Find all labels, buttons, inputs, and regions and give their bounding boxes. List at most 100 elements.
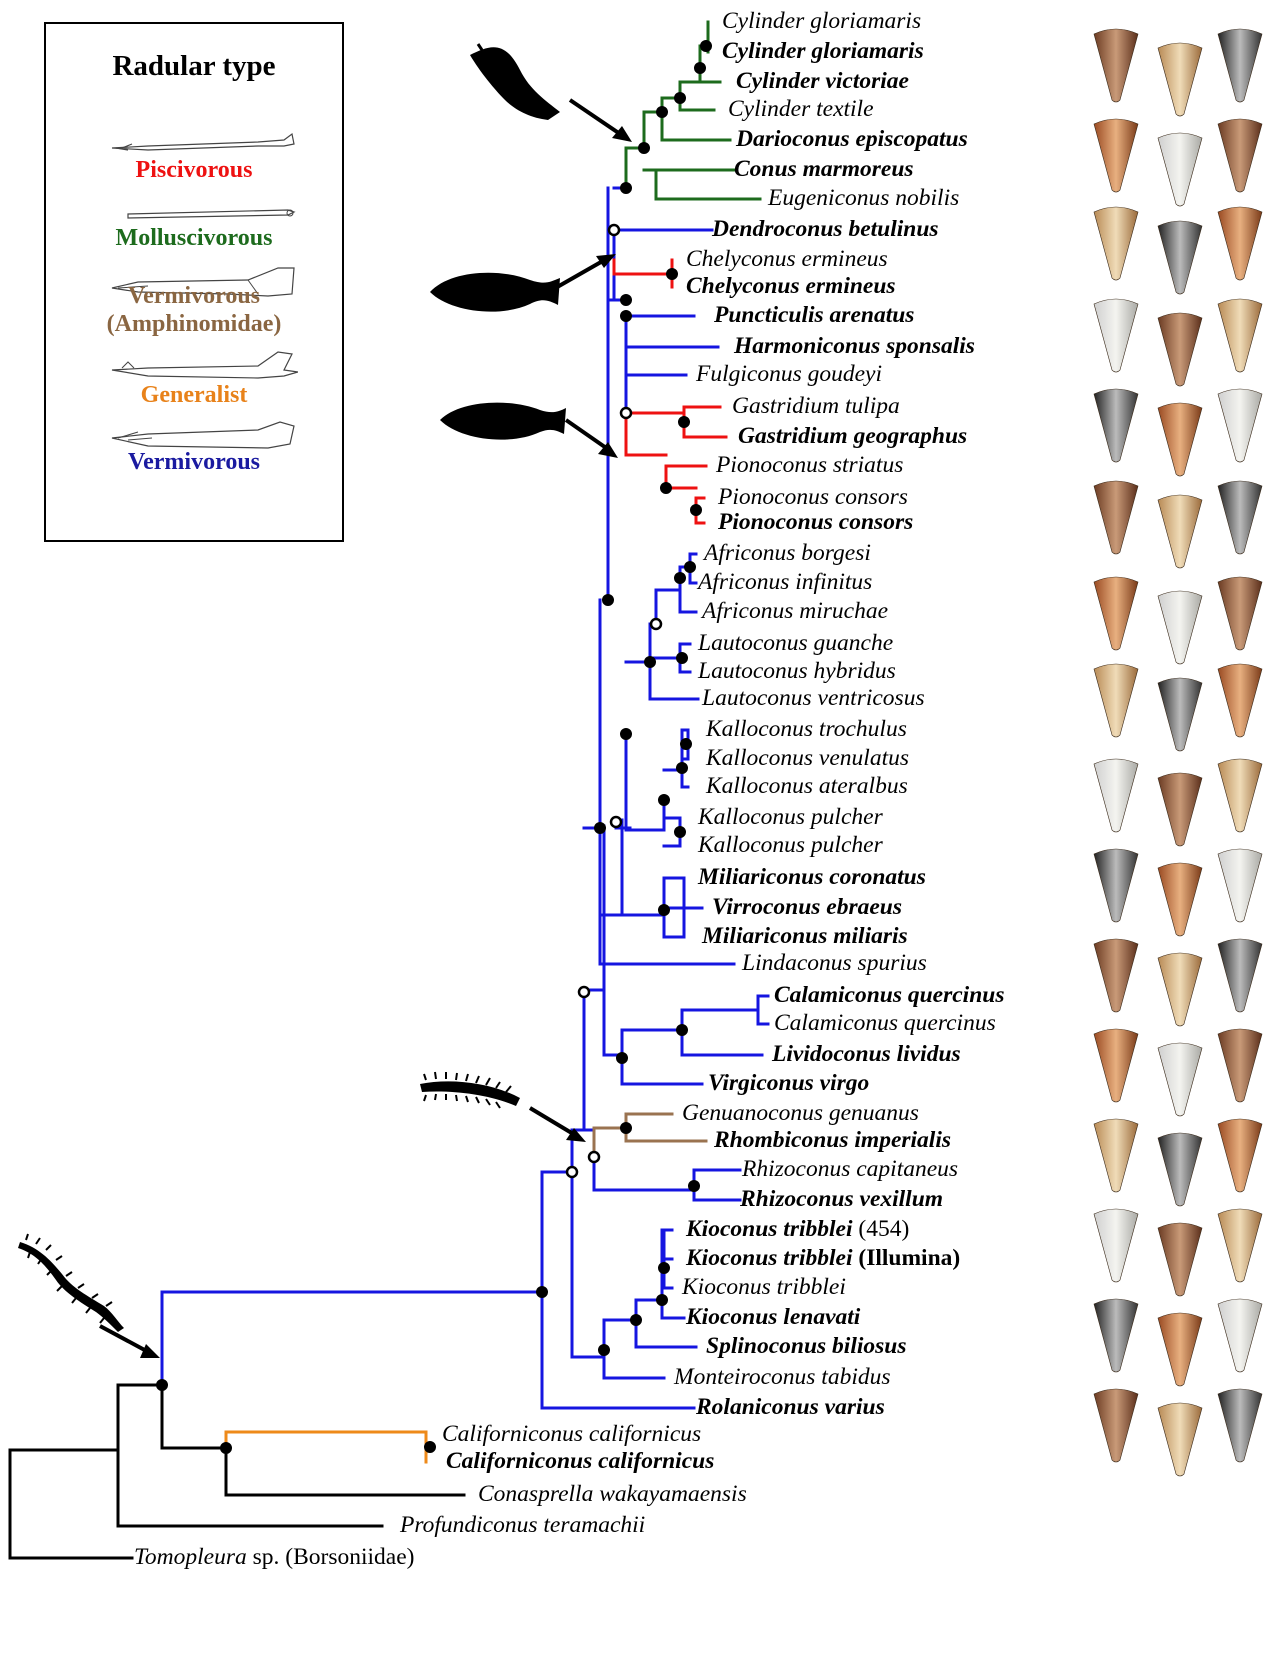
taxon-name: Lautoconus ventricosus xyxy=(702,685,925,711)
taxon-name: Darioconus episcopatus xyxy=(736,126,968,152)
cone-shell-photo xyxy=(1218,759,1262,832)
cone-shell-photo xyxy=(1218,207,1262,280)
cone-shell-photo xyxy=(1158,1223,1202,1296)
cone-shell-photo xyxy=(1158,591,1202,664)
cone-shell-photo xyxy=(1218,1029,1262,1102)
taxon-label: Tomopleura sp. (Borsoniidae) xyxy=(134,1545,415,1569)
cone-shell-photo xyxy=(1158,678,1202,751)
snail-silhouette-icon xyxy=(470,47,560,120)
taxon-label: Cylinder textile xyxy=(728,97,874,121)
node-supported xyxy=(661,483,672,494)
taxon-name: Virroconus ebraeus xyxy=(712,894,902,920)
taxon-name: Calamiconus quercinus xyxy=(774,982,1005,1008)
taxon-label: Eugeniconus nobilis xyxy=(768,186,959,210)
cone-shell-photo xyxy=(1094,577,1138,650)
cone-shell-photo xyxy=(1218,849,1262,922)
taxon-name: Lautoconus guanche xyxy=(698,630,893,656)
taxon-label: Kalloconus pulcher xyxy=(698,833,883,857)
cone-shell-photo xyxy=(1218,299,1262,372)
cone-shell-photo xyxy=(1158,1043,1202,1116)
taxon-label: Genuanoconus genuanus xyxy=(682,1101,919,1125)
taxon-name: Pionoconus consors xyxy=(718,484,908,510)
taxon-name: Conasprella wakayamaensis xyxy=(478,1481,747,1507)
taxon-name: Rolaniconus varius xyxy=(696,1394,885,1420)
node-open xyxy=(611,817,621,827)
taxon-label: Profundiconus teramachii xyxy=(400,1513,645,1537)
cone-shell-photo xyxy=(1218,1389,1262,1462)
worm-silhouette-icon xyxy=(420,1081,520,1106)
cone-shell-photo xyxy=(1158,403,1202,476)
taxon-label: Calamiconus quercinus xyxy=(774,983,1005,1007)
node-supported xyxy=(675,573,686,584)
taxon-name: Lautoconus hybridus xyxy=(698,658,896,684)
taxon-name: Monteiroconus tabidus xyxy=(674,1364,891,1390)
taxon-suffix: (454) xyxy=(853,1216,910,1242)
taxon-label: Splinoconus biliosus xyxy=(706,1334,906,1358)
taxon-name: Virgiconus virgo xyxy=(708,1070,869,1096)
taxon-suffix: (Illumina) xyxy=(853,1245,961,1271)
taxon-label: Miliariconus coronatus xyxy=(698,865,926,889)
cone-shell-photo xyxy=(1218,119,1262,192)
cone-shell-photo xyxy=(1094,1389,1138,1462)
node-supported xyxy=(595,823,606,834)
taxon-name: Rhizoconus vexillum xyxy=(740,1186,943,1212)
taxon-name: Kalloconus venulatus xyxy=(706,745,909,771)
taxon-label: Kioconus tribblei (Illumina) xyxy=(686,1246,960,1270)
taxon-label: Rhizoconus vexillum xyxy=(740,1187,943,1211)
taxon-name: Harmoniconus sponsalis xyxy=(734,333,975,359)
taxon-label: Rhizoconus capitaneus xyxy=(742,1157,958,1181)
taxon-name: Rhombiconus imperialis xyxy=(714,1127,951,1153)
cone-shell-photo xyxy=(1094,1209,1138,1282)
taxon-name: Californiconus californicus xyxy=(442,1421,701,1447)
cone-shell-photo xyxy=(1094,119,1138,192)
node-supported xyxy=(645,657,656,668)
node-open xyxy=(609,225,619,235)
taxon-name: Cylinder gloriamaris xyxy=(722,38,924,64)
taxon-label: Californiconus californicus xyxy=(446,1449,714,1473)
taxon-label: Chelyconus ermineus xyxy=(686,274,896,298)
node-supported xyxy=(537,1287,548,1298)
cone-shell-photo xyxy=(1218,939,1262,1012)
cone-shell-photo xyxy=(1158,1403,1202,1476)
taxon-label: Pionoconus consors xyxy=(718,485,908,509)
cone-shell-photo xyxy=(1218,481,1262,554)
taxon-label: Miliariconus miliaris xyxy=(702,924,908,948)
node-supported xyxy=(689,1181,700,1192)
cone-shell-photo xyxy=(1094,389,1138,462)
taxon-label: Lautoconus guanche xyxy=(698,631,893,655)
node-supported xyxy=(679,417,690,428)
taxon-name: Californiconus californicus xyxy=(446,1448,714,1474)
taxon-label: Pionoconus consors xyxy=(718,510,913,534)
cone-shell-photo xyxy=(1094,207,1138,280)
cone-shell-photo xyxy=(1158,1313,1202,1386)
taxon-name: Cylinder victoriae xyxy=(736,68,909,94)
taxon-label: Africonus infinitus xyxy=(698,570,872,594)
cone-shell-photo xyxy=(1158,1133,1202,1206)
node-supported xyxy=(691,505,702,516)
cone-shell-photo xyxy=(1218,1209,1262,1282)
taxon-label: Cylinder gloriamaris xyxy=(722,39,924,63)
node-supported xyxy=(621,295,632,306)
taxon-label: Fulgiconus goudeyi xyxy=(696,362,882,386)
cone-shell-photo xyxy=(1158,863,1202,936)
cone-shell-photo xyxy=(1158,495,1202,568)
node-supported xyxy=(675,93,686,104)
node-supported xyxy=(221,1443,232,1454)
taxon-label: Africonus miruchae xyxy=(702,599,888,623)
cone-shell-photo xyxy=(1094,1299,1138,1372)
taxon-label: Lautoconus hybridus xyxy=(698,659,896,683)
taxon-label: Dendroconus betulinus xyxy=(712,217,939,241)
cone-shell-photo xyxy=(1158,313,1202,386)
taxon-name: Genuanoconus genuanus xyxy=(682,1100,919,1126)
taxon-name: Miliariconus coronatus xyxy=(698,864,926,890)
taxon-name: Tomopleura xyxy=(134,1544,247,1570)
taxon-label: Gastridium tulipa xyxy=(732,394,900,418)
cone-shell-photo xyxy=(1094,849,1138,922)
cone-shell-photo xyxy=(1094,759,1138,832)
taxon-label: Kioconus lenavati xyxy=(686,1305,860,1329)
taxon-label: Cylinder gloriamaris xyxy=(722,9,921,33)
taxon-name: Splinoconus biliosus xyxy=(706,1333,906,1359)
cone-shell-photo xyxy=(1218,1119,1262,1192)
node-open xyxy=(621,408,631,418)
taxon-name: Kalloconus pulcher xyxy=(698,832,883,858)
